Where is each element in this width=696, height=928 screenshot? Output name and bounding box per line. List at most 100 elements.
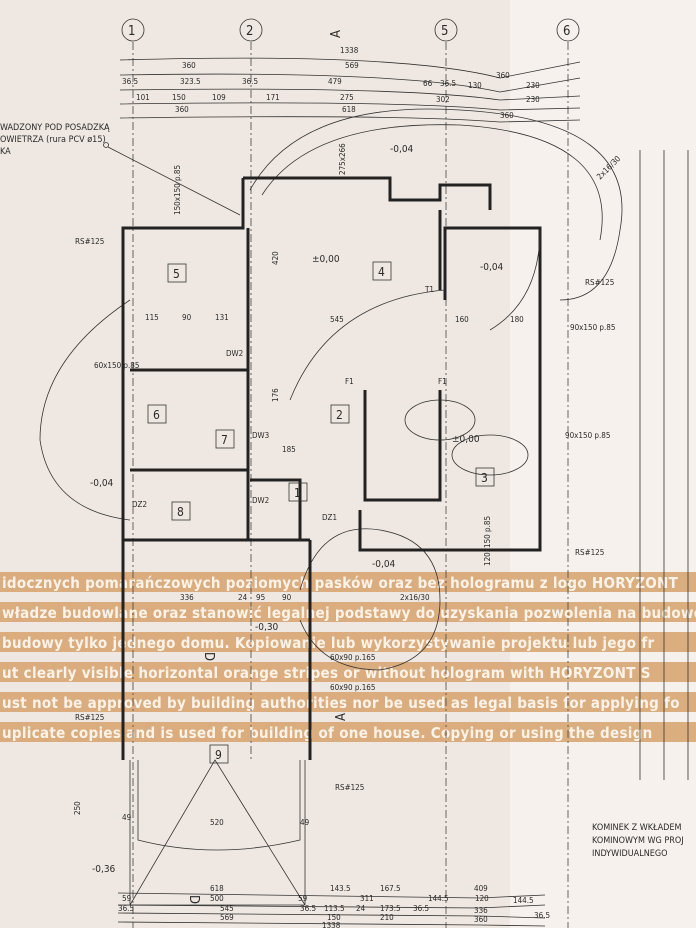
dimension: 59: [122, 894, 132, 903]
dimension: 36.5: [300, 904, 316, 913]
note-line: KA: [0, 147, 11, 157]
axis-label: 1: [128, 24, 135, 39]
axis-label: 2: [246, 24, 253, 39]
stairs-label: 2x16/30: [400, 593, 430, 602]
door-label: DW2: [226, 349, 243, 358]
bottom-dimension-lines: 618 143.5 167.5 409 59 500 59 311 144.5 …: [73, 801, 550, 928]
annotations: 150x150 p.85 275x266 90x150 p.85 90x150 …: [75, 143, 623, 792]
dimension: 36.5: [122, 77, 138, 86]
window-label: 120x150 p.85: [483, 516, 492, 566]
dimension: 210: [380, 913, 394, 922]
dimension: 150: [327, 913, 341, 922]
room-numbers: 5 4 2 3 6 7 8 1 9: [147, 261, 495, 764]
dimension: 36.5: [440, 79, 456, 88]
dimension: 115: [145, 313, 159, 322]
room-number: 5: [173, 267, 180, 281]
door-label: DZ2: [132, 500, 147, 509]
dimension: 101: [136, 93, 150, 102]
watermark-line: ut clearly visible horizontal orange str…: [2, 664, 651, 682]
dimension: 49: [300, 818, 310, 827]
dimension: 150: [172, 93, 186, 102]
dimension: 24: [356, 904, 366, 913]
label: T1: [424, 285, 434, 294]
dimension: 36.5: [242, 77, 258, 86]
ventilation-label: RS#125: [335, 783, 364, 792]
note-line: INDYWIDUALNEGO: [592, 849, 668, 859]
dimension: 479: [328, 77, 342, 86]
dimension: 160: [455, 315, 469, 324]
door-label: DZ1: [322, 513, 337, 522]
level-marks: ±0,00 ±0,00 -0,04 -0,04 -0,04 -0,04 -0,3…: [90, 144, 504, 875]
dimension: 409: [474, 884, 488, 893]
walls: [121, 176, 542, 906]
dimension: 420: [271, 251, 280, 265]
dimension: 167.5: [380, 884, 401, 893]
top-dimension-lines: 1338 360 569 360 36.5 323.5 36.5 479 66 …: [119, 46, 581, 123]
dimension: 36.5: [413, 904, 429, 913]
level-mark: -0,30: [255, 622, 279, 633]
level-mark: -0,04: [390, 144, 414, 155]
room-number: 6: [153, 408, 160, 422]
dimension: 618: [210, 884, 224, 893]
right-dimension-lines: [639, 150, 689, 780]
ventilation-label: RS#125: [575, 548, 604, 557]
dimension: 545: [330, 315, 344, 324]
dimension: 144.5: [513, 896, 534, 905]
window-label: 90x150 p.85: [565, 431, 610, 440]
section-marker: D: [201, 652, 216, 661]
door-label: DW2: [252, 496, 269, 505]
dimension: 24: [238, 593, 248, 602]
room-number: 7: [221, 433, 228, 447]
dimension: 545: [220, 904, 234, 913]
window-label: 90x150 p.85: [570, 323, 615, 332]
level-mark: ±0,00: [312, 254, 340, 265]
dimension: 171: [266, 93, 280, 102]
level-mark: -0,04: [480, 262, 504, 273]
room-number: 3: [481, 471, 488, 485]
dimension: 49: [122, 813, 132, 822]
dimension: 302: [436, 95, 450, 104]
dimension: 250: [73, 801, 82, 815]
room-number: 1: [294, 486, 301, 500]
dimension: 569: [220, 913, 234, 922]
ventilation-label: RS#125: [75, 237, 104, 246]
dimension: 144.5: [428, 894, 449, 903]
dimension: 90: [282, 593, 292, 602]
level-mark: -0,04: [90, 478, 114, 489]
fireplace-label: F1: [438, 377, 447, 386]
dimension: 113.5: [324, 904, 345, 913]
ventilation-label: RS#125: [585, 278, 614, 287]
note-floor-vent: WADZONY POD POSADZKĄ OWIETRZA (rura PCV …: [0, 123, 241, 216]
dimension: 500: [210, 894, 224, 903]
dimension: 323.5: [180, 77, 201, 86]
level-mark: ±0,00: [452, 434, 480, 445]
dimension: 109: [212, 93, 226, 102]
watermark-line: uplicate copies and is used for building…: [2, 724, 653, 742]
level-mark: -0,36: [92, 864, 116, 875]
axis-label: 6: [563, 24, 570, 39]
dimension: 360: [175, 105, 189, 114]
dimension: 1338: [340, 46, 359, 55]
axis-label: 5: [441, 24, 448, 39]
opening-label: 275x266: [338, 143, 347, 175]
watermark-line: władze budowlane oraz stanowić legalnej …: [2, 604, 696, 622]
watermark-line: ust not be approved by building authorit…: [2, 694, 680, 712]
dimension: 336: [180, 593, 194, 602]
dimension: 360: [182, 61, 196, 70]
dimension: 618: [342, 105, 356, 114]
door-label: DW3: [252, 431, 269, 440]
dimension: 569: [345, 61, 359, 70]
dimension: 230: [526, 81, 540, 90]
dimension: 230: [526, 95, 540, 104]
dimension: 360: [500, 111, 514, 120]
dimension: 130: [468, 81, 482, 90]
fireplace-label: F1: [345, 377, 354, 386]
dimension: 360: [496, 71, 510, 80]
note-fireplace: KOMINEK Z WKŁADEM KOMINOWYM WG PROJ INDY…: [592, 823, 684, 859]
grid-axes: 1 2 5 6: [121, 18, 580, 928]
dimension: 66: [423, 79, 433, 88]
dimension: 336: [474, 906, 488, 915]
dimension: 360: [474, 915, 488, 924]
dimension: 180: [510, 315, 524, 324]
